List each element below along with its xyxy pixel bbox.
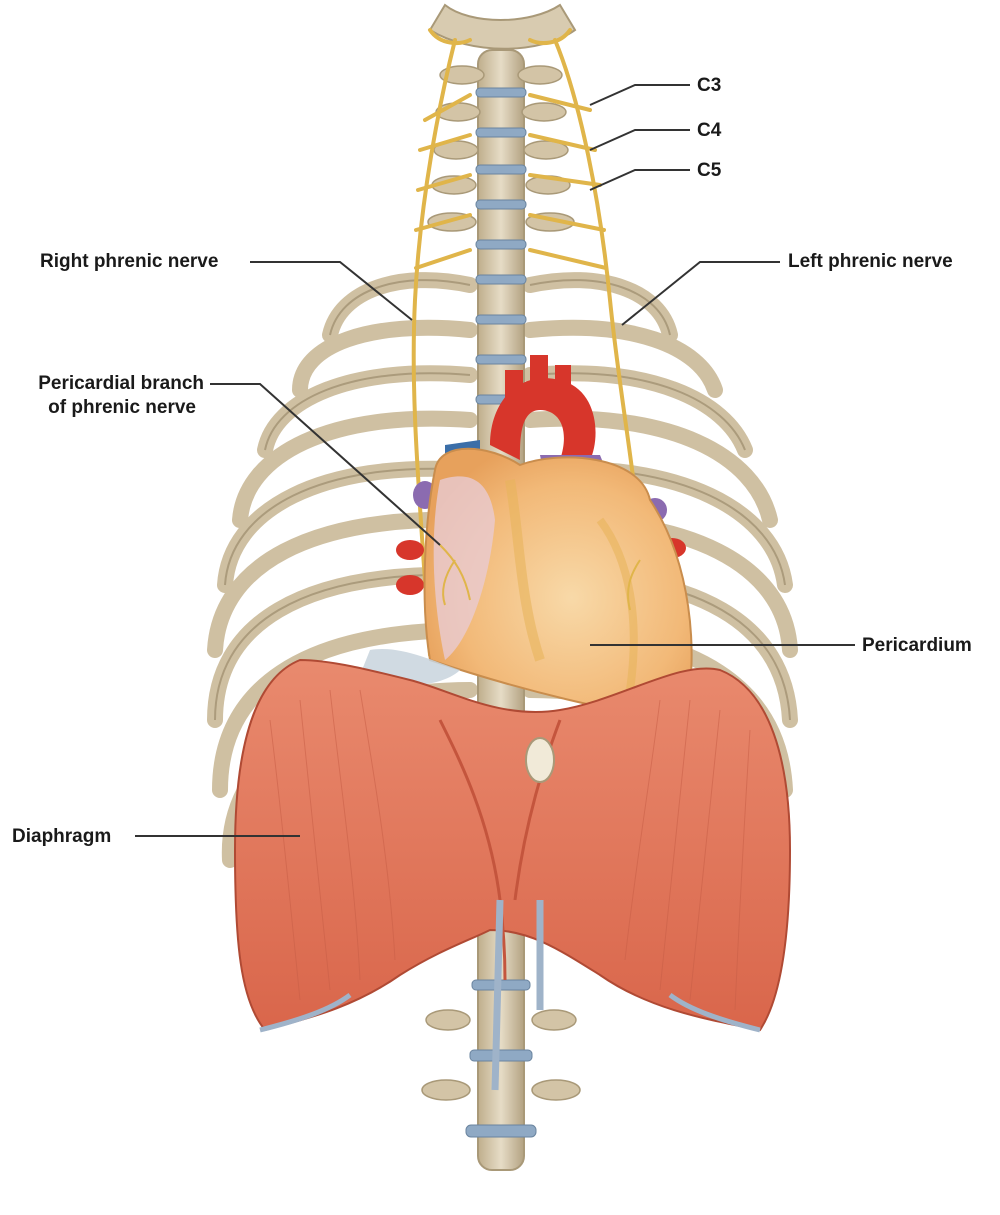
label-diaphragm: Diaphragm xyxy=(12,826,112,847)
label-pericardial-branch-line2: of phrenic nerve xyxy=(48,397,196,418)
label-right-phrenic-nerve: Right phrenic nerve xyxy=(40,251,219,272)
heart-pericardium xyxy=(423,447,693,722)
label-pericardium: Pericardium xyxy=(862,635,972,656)
label-c3: C3 xyxy=(697,75,722,96)
diaphragm-muscle xyxy=(233,658,792,1091)
leader-lines xyxy=(135,84,855,837)
label-pericardial-branch-line1: Pericardial branch xyxy=(38,373,204,394)
label-c4: C4 xyxy=(697,120,722,141)
label-c5: C5 xyxy=(697,160,722,181)
label-left-phrenic-nerve: Left phrenic nerve xyxy=(788,251,953,272)
